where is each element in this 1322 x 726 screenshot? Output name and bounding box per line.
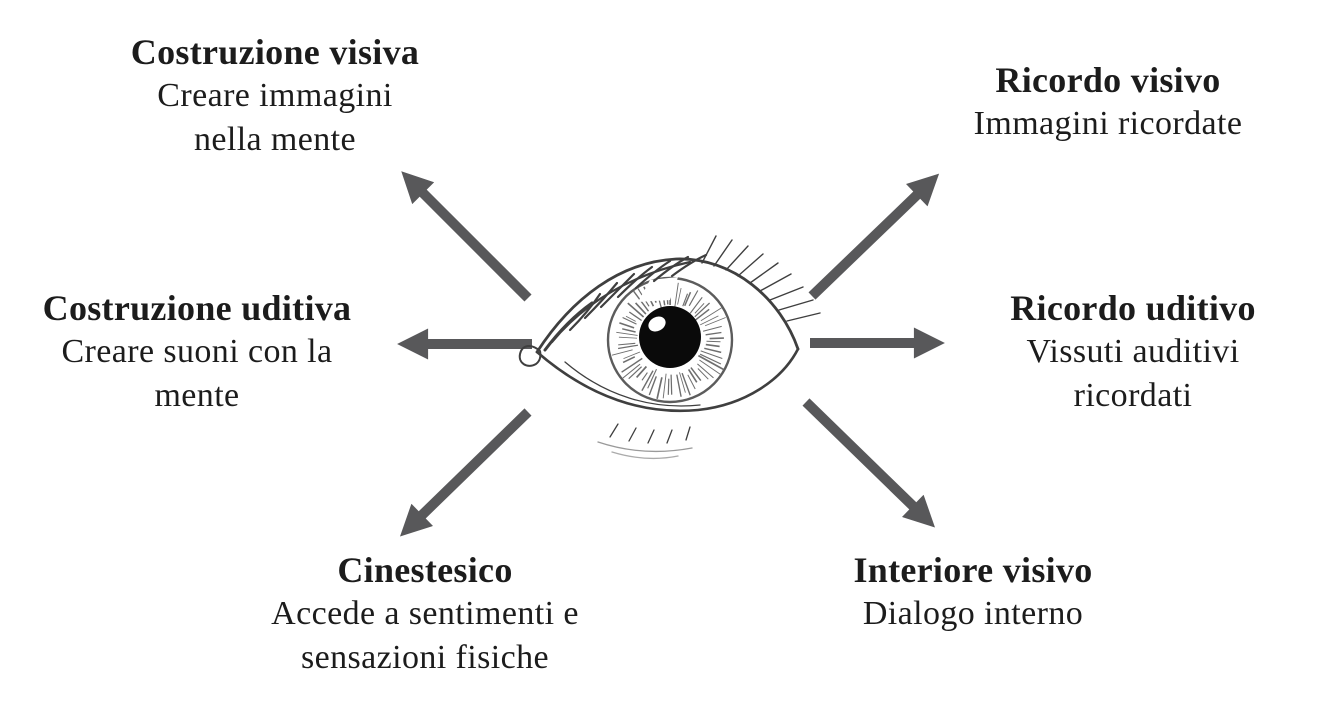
node-caption-line: Immagini ricordate [973, 105, 1243, 142]
node-visual-recall: Ricordo visivo Immagini ricordate [974, 58, 1243, 146]
node-auditory-construction: Costruzione uditiva Creare suoni con la … [43, 286, 352, 418]
node-caption-line: Accede a sentimenti e [271, 595, 579, 632]
pupil-highlight [648, 316, 666, 332]
node-caption-line: ricordati [1073, 377, 1193, 414]
node-visual-construction: Costruzione visiva Creare immagini nella… [131, 30, 419, 162]
eye-sketch [518, 235, 821, 459]
node-caption-line: Creare immagini [157, 77, 393, 114]
tear-duct [518, 345, 542, 367]
node-caption-line: Vissuti auditivi [1026, 333, 1240, 370]
arrow-bottom-right [802, 398, 936, 528]
arrows [397, 171, 945, 537]
upper-lashes-hatching [701, 235, 821, 322]
iris-texture [611, 279, 726, 399]
eye-outline-upper [535, 257, 800, 354]
arrow-top-right [808, 173, 940, 300]
node-kinesthetic: Cinestesico Accede a sentimenti e sensaz… [271, 548, 579, 680]
node-caption-line: nella mente [193, 121, 357, 158]
node-caption-line: Creare suoni con la [61, 333, 333, 370]
arrow-bottom-left [399, 408, 532, 537]
node-heading: Costruzione visiva [130, 32, 420, 72]
node-heading: Cinestesico [337, 550, 513, 590]
lower-lid-shading [564, 361, 701, 459]
pupil [639, 306, 701, 368]
node-auditory-recall: Ricordo uditivo Vissuti auditivi ricorda… [1010, 286, 1256, 418]
node-caption-line: mente [154, 377, 240, 414]
node-heading: Interiore visivo [853, 550, 1093, 590]
node-heading: Ricordo visivo [995, 60, 1221, 100]
upper-lashes-feather [543, 253, 708, 352]
iris-highlight-patch [638, 277, 678, 302]
eye-outline-lower [535, 347, 800, 413]
node-heading: Ricordo uditivo [1010, 288, 1256, 328]
node-heading: Costruzione uditiva [42, 288, 352, 328]
node-caption-line: sensazioni fisiche [301, 639, 549, 676]
node-internal-dialogue: Interiore visivo Dialogo interno [853, 548, 1092, 636]
arrow-top-left [401, 171, 532, 302]
node-caption-line: Dialogo interno [862, 595, 1084, 632]
